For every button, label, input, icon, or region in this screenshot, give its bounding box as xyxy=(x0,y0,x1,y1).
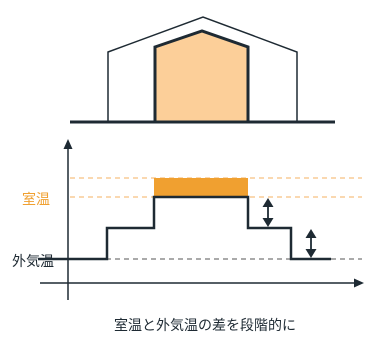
room-temp-band xyxy=(154,178,248,197)
inner-room-icon xyxy=(153,29,250,124)
house-illustration xyxy=(70,16,335,124)
house-outline-icon xyxy=(107,16,298,123)
y-axis-arrowhead-icon xyxy=(63,139,73,149)
diagram-caption: 室温と外気温の差を段階的に xyxy=(114,317,296,334)
double-headed-arrow-icon xyxy=(305,229,317,258)
double-headed-arrow-icon xyxy=(262,198,274,227)
outside-temp-label: 外気温 xyxy=(12,254,54,270)
room-temp-label: 室温 xyxy=(22,191,50,208)
temperature-chart: 室温 外気温 xyxy=(12,139,364,300)
stepped-temperature-line xyxy=(38,195,331,261)
x-axis-arrowhead-icon xyxy=(354,278,364,288)
